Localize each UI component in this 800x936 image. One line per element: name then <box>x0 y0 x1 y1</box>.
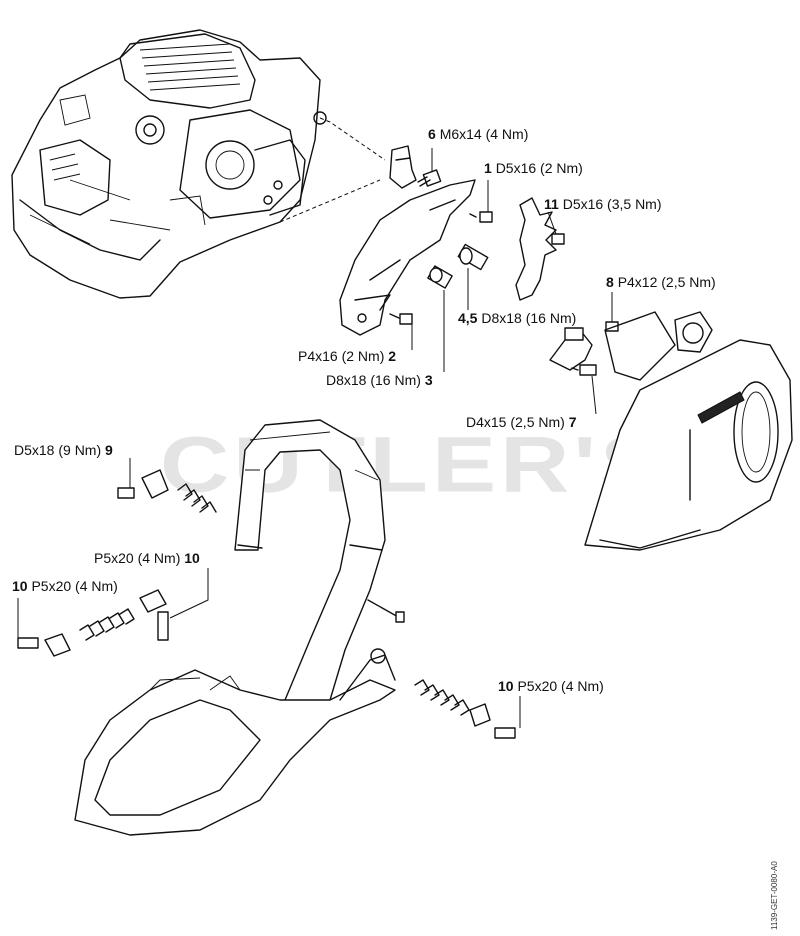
callout-9: D5x18 (9 Nm) 9 <box>14 442 113 458</box>
screw-1 <box>469 211 493 223</box>
callout-10-mid: P5x20 (4 Nm) 10 <box>94 550 200 566</box>
spiked-bumper <box>515 197 557 301</box>
screw-2 <box>389 313 413 325</box>
bracket-part <box>389 145 417 189</box>
callout-1: 1 D5x16 (2 Nm) <box>484 160 583 176</box>
sprocket-cover <box>584 311 793 551</box>
screw-10-left <box>17 637 39 649</box>
handlebar <box>234 419 386 721</box>
screw-10-mid <box>157 611 169 641</box>
screw-9 <box>117 487 135 499</box>
callout-7: D4x15 (2,5 Nm) 7 <box>466 414 577 430</box>
document-reference: 1139-GET-0080-A0 <box>770 861 779 930</box>
callout-8: 8 P4x12 (2,5 Nm) <box>606 274 716 290</box>
av-spring-9 <box>141 469 217 513</box>
callout-3: D8x18 (16 Nm) 3 <box>326 372 433 388</box>
stud-4-5 <box>457 243 489 271</box>
screw-7 <box>571 364 597 376</box>
rear-handle-housing <box>74 648 396 836</box>
stud-3 <box>427 265 453 289</box>
callout-10-left: 10 P5x20 (4 Nm) <box>12 578 118 594</box>
callout-10-right: 10 P5x20 (4 Nm) <box>498 678 604 694</box>
screw-11 <box>551 233 565 245</box>
chain-tensioner <box>549 327 593 371</box>
callout-4-5: 4,5 D8x18 (16 Nm) <box>458 310 577 326</box>
callout-6: 6 M6x14 (4 Nm) <box>428 126 529 142</box>
callout-11: 11 D5x16 (3,5 Nm) <box>544 196 662 212</box>
screw-6 <box>417 169 442 187</box>
engine-block <box>11 29 327 299</box>
screw-10-right <box>494 727 516 739</box>
callout-2: P4x16 (2 Nm) 2 <box>298 348 397 364</box>
guide-plate <box>339 179 476 336</box>
av-spring-left <box>44 589 167 657</box>
stud-small <box>367 599 405 623</box>
av-spring-right <box>414 679 491 727</box>
